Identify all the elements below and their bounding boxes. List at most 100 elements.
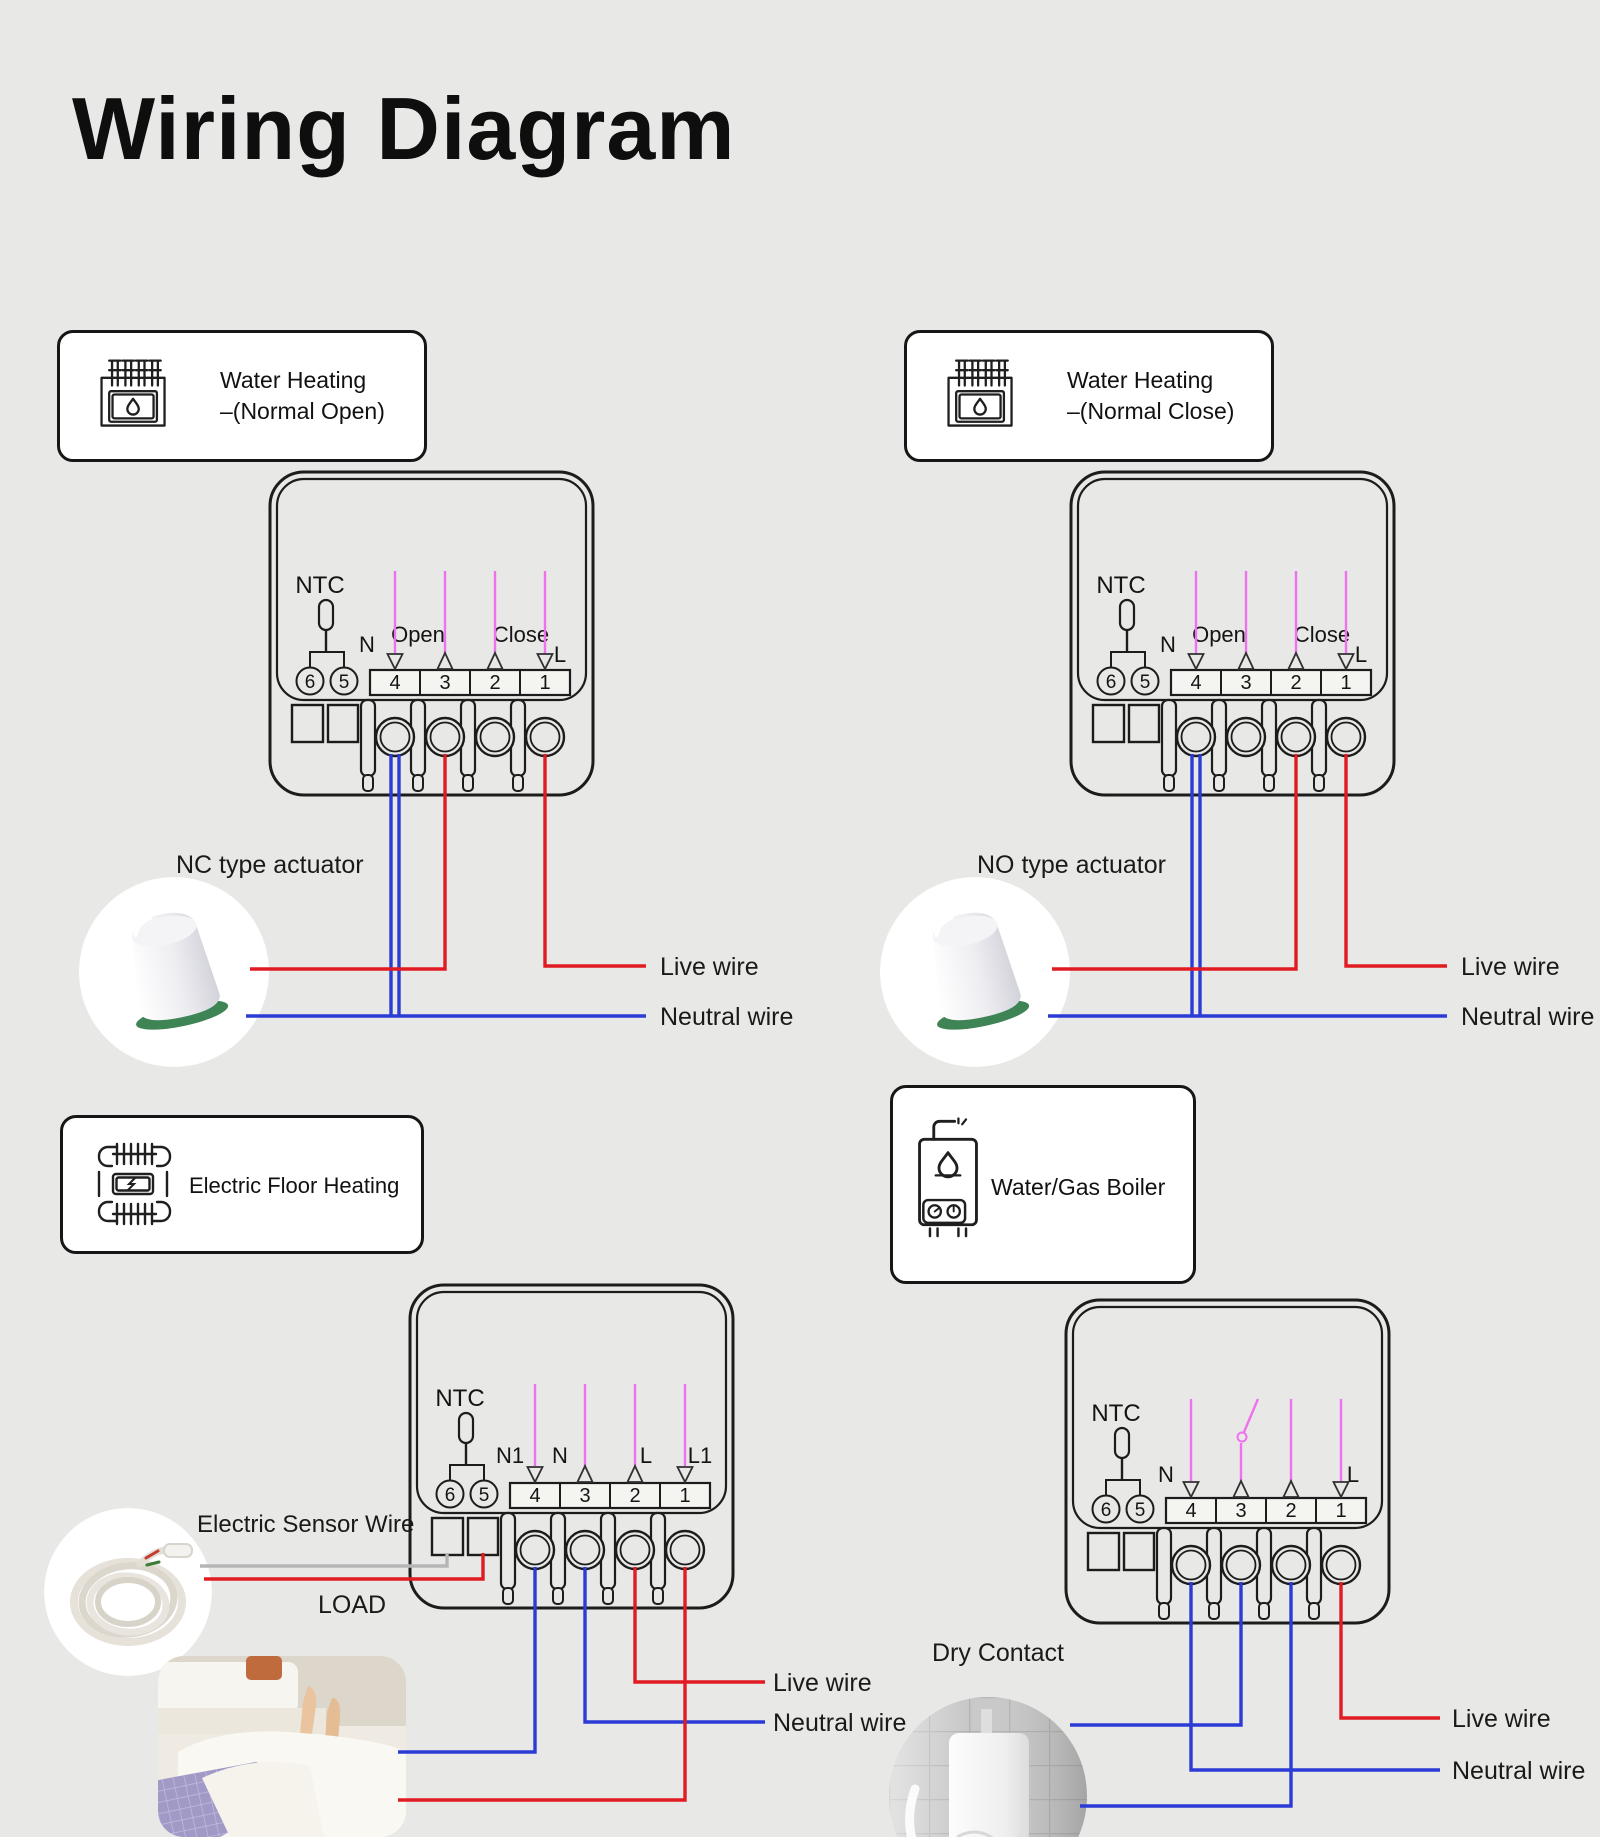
terminal-number: 2 xyxy=(1290,672,1301,694)
sensor-terminal-number: 6 xyxy=(445,1485,456,1506)
boiler-photo xyxy=(889,1697,1087,1837)
terminal-number: 1 xyxy=(539,672,550,694)
ntc-bracket xyxy=(1110,651,1146,668)
terminal-function-label: L xyxy=(640,1443,652,1468)
arrow-up-icon xyxy=(1237,650,1255,670)
clamp-foot xyxy=(412,774,424,792)
screw-terminal-inner xyxy=(1225,1549,1257,1581)
wire-sensor-lead_gray xyxy=(200,1553,449,1568)
wire-neutral-wire xyxy=(1080,1582,1293,1808)
arrow-down-icon xyxy=(526,1466,544,1485)
clamp-bar xyxy=(549,1511,567,1591)
terminal-number: 3 xyxy=(439,672,450,694)
wire-neutral-wire xyxy=(583,1567,765,1724)
floor-heating-photo xyxy=(158,1656,406,1837)
terminal-number: 4 xyxy=(1190,672,1201,694)
sensor-terminal-number: 5 xyxy=(479,1485,490,1506)
screw-terminal-inner xyxy=(519,1534,551,1566)
card-label-line1: Water Heating xyxy=(220,367,367,393)
screw-terminal xyxy=(1175,716,1217,758)
clamp-bar xyxy=(409,698,427,778)
screw-terminal xyxy=(1225,716,1267,758)
device-outer-shell xyxy=(1069,470,1396,797)
screw-terminal xyxy=(374,716,416,758)
device-inner-shell xyxy=(1071,1305,1384,1530)
arrow-down-icon xyxy=(1337,653,1355,672)
clamp-bar xyxy=(459,698,477,778)
terminal-function-label: L xyxy=(1355,642,1367,667)
screw-terminal xyxy=(564,1529,606,1571)
screw-terminal xyxy=(1170,1544,1212,1586)
clamp-bar xyxy=(1160,698,1178,778)
card-label-line1: Water/Gas Boiler xyxy=(991,1174,1166,1200)
screw-terminal xyxy=(524,716,566,758)
nc-actuator-label: NC type actuator xyxy=(176,851,364,879)
water-heating-manifold-icon xyxy=(100,359,166,427)
terminal-number: 3 xyxy=(1240,672,1251,694)
card-water-gas-boiler: Water/Gas Boiler xyxy=(890,1085,1196,1284)
terminal-number: 1 xyxy=(1340,672,1351,694)
sensor-wire-photo xyxy=(44,1508,212,1676)
dry-contact-switch xyxy=(1242,1398,1260,1433)
screw-terminal-inner xyxy=(569,1534,601,1566)
card-label-line2: –(Normal Open) xyxy=(220,398,385,424)
clamp-foot xyxy=(502,1587,514,1605)
screw-terminal xyxy=(614,1529,656,1571)
card-water-heating-normal-open: Water Heating –(Normal Open) xyxy=(57,330,427,462)
clamp-foot xyxy=(512,774,524,792)
terminal-number: 2 xyxy=(489,672,500,694)
clamp-foot xyxy=(1163,774,1175,792)
screw-terminal-inner xyxy=(1275,1549,1307,1581)
terminal-strip xyxy=(508,1481,712,1510)
screw-terminal-inner xyxy=(1330,721,1362,753)
boiler-icon xyxy=(918,1117,978,1238)
sensor-terminal xyxy=(329,666,359,696)
clamp-bar xyxy=(1155,1526,1173,1606)
sensor-screw-square xyxy=(290,703,325,744)
device-inner-shell xyxy=(275,477,588,702)
terminal-function-label: L1 xyxy=(688,1443,712,1468)
arrow-up-icon xyxy=(576,1463,594,1483)
sensor-terminal-number: 6 xyxy=(305,672,316,693)
clamp-foot xyxy=(1313,774,1325,792)
card-label: Water/Gas Boiler xyxy=(991,1172,1165,1203)
sensor-screw-square xyxy=(1091,703,1126,744)
arrow-up-icon xyxy=(486,650,504,670)
screw-terminal xyxy=(1220,1544,1262,1586)
sensor-terminal-number: 5 xyxy=(339,672,350,693)
ntc-label: NTC xyxy=(1091,1400,1140,1427)
ntc-sensor-icon xyxy=(1118,598,1136,632)
terminal-function-label: N xyxy=(359,632,375,657)
nc-actuator-photo xyxy=(79,877,269,1067)
clamp-foot xyxy=(652,1587,664,1605)
wire-live-wire xyxy=(1344,754,1447,968)
clamp-foot xyxy=(1208,1602,1220,1620)
wire-neutral-wire xyxy=(398,1567,537,1754)
ntc-bracket xyxy=(449,1464,485,1481)
terminal-function-label: Close xyxy=(493,622,549,647)
screw-terminal xyxy=(1275,716,1317,758)
neutral-wire-label: Neutral wire xyxy=(660,1003,794,1031)
terminal-function-label: N xyxy=(1160,632,1176,657)
screw-terminal-inner xyxy=(1230,721,1262,753)
screw-terminal-inner xyxy=(619,1534,651,1566)
sensor-terminal-number: 6 xyxy=(1101,1500,1112,1521)
terminal-strip xyxy=(1164,1496,1368,1525)
screw-terminal-inner xyxy=(479,721,511,753)
sensor-terminal xyxy=(1096,666,1126,696)
no-actuator-photo xyxy=(880,877,1070,1067)
wire-live-wire xyxy=(543,754,646,968)
terminal-number: 2 xyxy=(1285,1500,1296,1522)
live-wire-label: Live wire xyxy=(1452,1705,1551,1733)
clamp-bar xyxy=(1210,698,1228,778)
wire-live-wire xyxy=(633,1567,765,1684)
arrow-up-icon xyxy=(1287,650,1305,670)
ntc-bracket xyxy=(1105,1479,1141,1496)
clamp-foot xyxy=(1158,1602,1170,1620)
terminal-function-label: N xyxy=(552,1443,568,1468)
sensor-terminal xyxy=(1125,1494,1155,1524)
clamp-foot xyxy=(1258,1602,1270,1620)
